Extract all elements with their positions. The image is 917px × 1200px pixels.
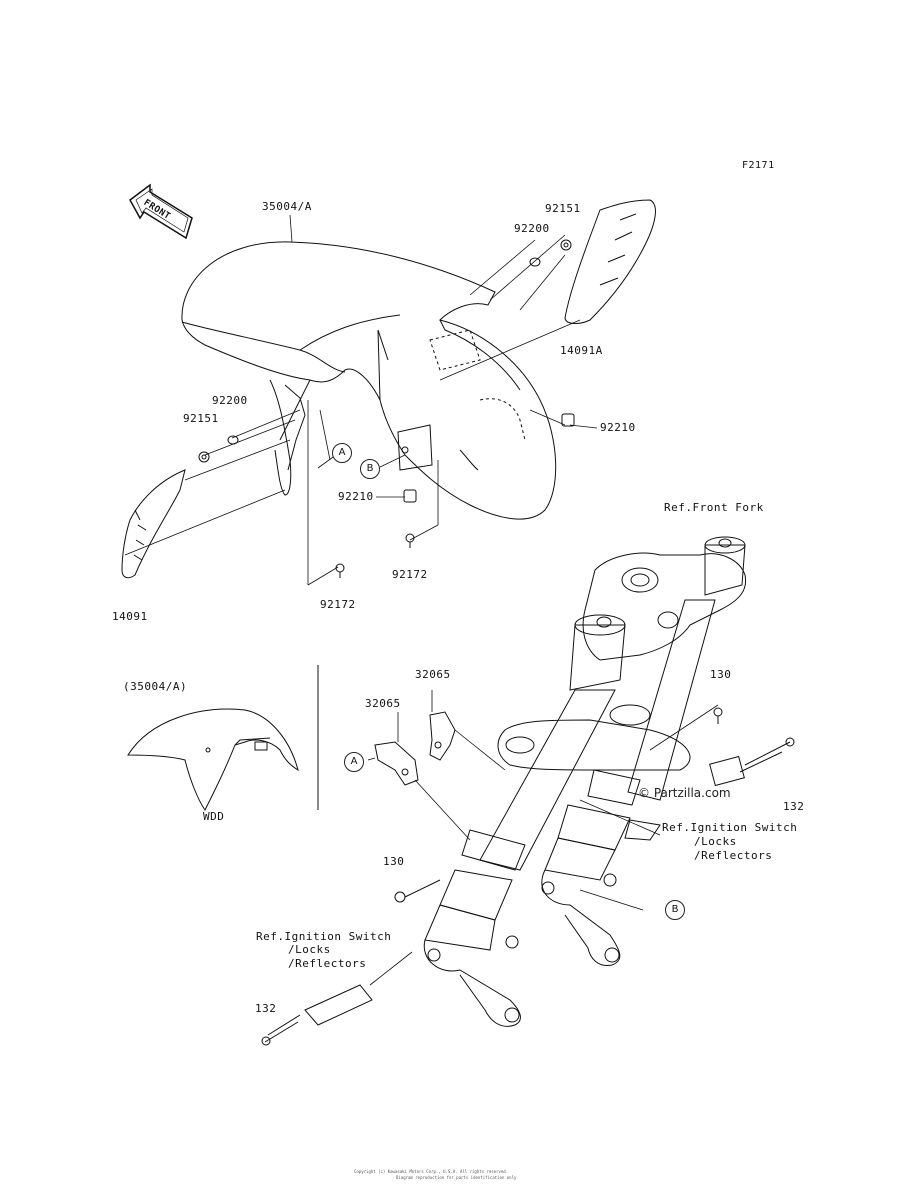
part-label-bolt-left: 92151: [183, 412, 219, 425]
ref-ignition-left-line1: Ref.Ignition Switch: [256, 930, 392, 943]
part-label-fender: 35004/A: [262, 200, 312, 213]
part-label-bolt-right: 92151: [545, 202, 581, 215]
part-label-bracket-upper: 32065: [415, 668, 451, 681]
partzilla-watermark: © Partzilla.com: [638, 786, 731, 800]
bracket-32065-parts: [367, 690, 506, 841]
page-code-label: F2171: [742, 160, 775, 171]
footer-line-1: Copyright (c) Kawasaki Motors Corp., U.S…: [354, 1169, 509, 1174]
part-label-nut-right: 92210: [600, 421, 636, 434]
ref-ignition-left-line3: /Reflectors: [288, 957, 367, 970]
left-ignition-parts: [261, 879, 441, 1046]
footer-line-2: Diagram reproduction for parts identific…: [396, 1175, 517, 1180]
part-label-nut-center: 92210: [338, 490, 374, 503]
part-label-screw-left: 92172: [320, 598, 356, 611]
front-arrow-icon: [129, 183, 193, 240]
part-label-washer-right: 92200: [514, 222, 550, 235]
part-label-cover-right: 14091A: [560, 344, 603, 357]
ref-front-fork-label: Ref.Front Fork: [664, 501, 764, 514]
ref-ignition-right-line2: /Locks: [694, 835, 737, 848]
part-label-bolt-130-left: 130: [383, 855, 405, 868]
right-ignition-parts: [579, 704, 795, 911]
fasteners-fender: [198, 239, 575, 578]
inset-part-ref: (35004/A): [123, 680, 188, 693]
front-fender-shape: [181, 241, 557, 520]
callout-a-lower: A: [344, 752, 364, 772]
callout-a-upper: A: [332, 443, 352, 463]
front-fork-assembly: [423, 536, 747, 1027]
ref-ignition-right-line3: /Reflectors: [694, 849, 773, 862]
part-label-screw-center: 92172: [392, 568, 428, 581]
ref-ignition-right-line1: Ref.Ignition Switch: [662, 821, 798, 834]
inset-variant-label: WDD: [203, 810, 225, 823]
ref-ignition-left-line2: /Locks: [288, 943, 331, 956]
inset-fender-shape: [127, 708, 299, 811]
callout-b-upper: B: [360, 459, 380, 479]
left-cover-part: [121, 469, 186, 579]
part-label-bolt-130-right: 130: [710, 668, 732, 681]
part-label-bracket-lower: 32065: [365, 697, 401, 710]
part-label-bolt-132-right: 132: [783, 800, 805, 813]
part-label-washer-left: 92200: [212, 394, 248, 407]
callout-b-lower: B: [665, 900, 685, 920]
right-cover-part: [564, 199, 656, 324]
part-label-cover-left: 14091: [112, 610, 148, 623]
part-label-bolt-132-left: 132: [255, 1002, 277, 1015]
